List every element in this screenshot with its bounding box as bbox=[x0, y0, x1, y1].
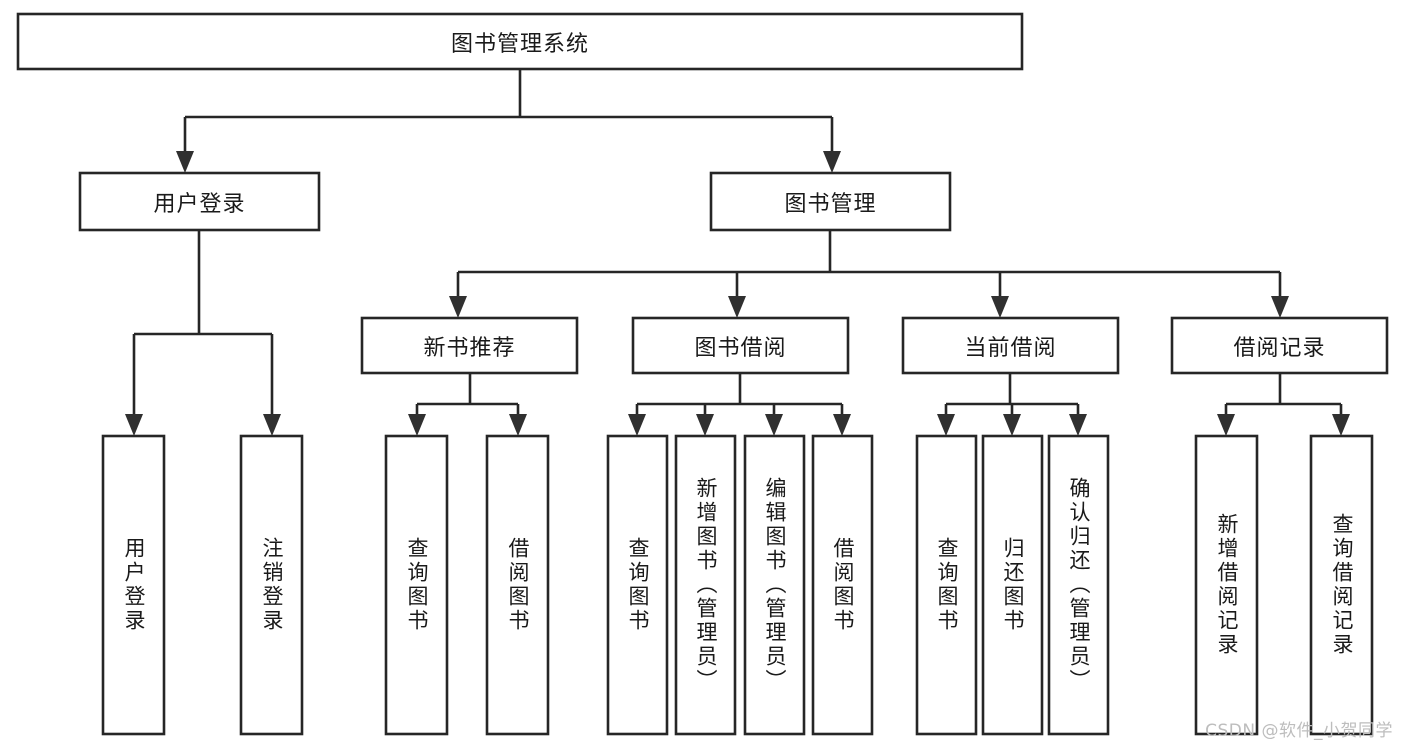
node-leaf-return-book[interactable] bbox=[981, 434, 1044, 736]
node-book-manage[interactable] bbox=[709, 171, 952, 232]
node-leaf-query-record[interactable] bbox=[1309, 434, 1374, 736]
node-leaf-logout[interactable] bbox=[239, 434, 304, 736]
arrow-head-icon bbox=[765, 414, 783, 436]
node-leaf-edit-book[interactable] bbox=[743, 434, 806, 736]
node-leaf-confirm-return[interactable] bbox=[1047, 434, 1110, 736]
node-leaf-borrow-book-2[interactable] bbox=[811, 434, 874, 736]
arrow-head-icon bbox=[696, 414, 714, 436]
arrow-head-icon bbox=[833, 414, 851, 436]
node-leaf-borrow-book-1[interactable] bbox=[485, 434, 550, 736]
node-borrow-record[interactable] bbox=[1170, 316, 1389, 375]
node-leaf-add-record[interactable] bbox=[1194, 434, 1259, 736]
boxes-layer bbox=[16, 12, 1389, 736]
node-user-login[interactable] bbox=[78, 171, 321, 232]
node-leaf-query-book-3[interactable] bbox=[915, 434, 978, 736]
arrow-head-icon bbox=[125, 414, 143, 436]
arrow-head-icon bbox=[991, 296, 1009, 318]
arrow-head-icon bbox=[728, 296, 746, 318]
node-leaf-user-login[interactable] bbox=[101, 434, 166, 736]
arrow-head-icon bbox=[1069, 414, 1087, 436]
arrow-head-icon bbox=[937, 414, 955, 436]
connectors-layer bbox=[125, 69, 1350, 436]
arrow-head-icon bbox=[1271, 296, 1289, 318]
node-leaf-query-book-1[interactable] bbox=[384, 434, 449, 736]
arrow-head-icon bbox=[1217, 414, 1235, 436]
node-book-borrow[interactable] bbox=[631, 316, 850, 375]
node-current-borrow[interactable] bbox=[901, 316, 1120, 375]
arrow-head-icon bbox=[509, 414, 527, 436]
node-root[interactable] bbox=[16, 12, 1024, 71]
arrow-head-icon bbox=[628, 414, 646, 436]
arrow-head-icon bbox=[449, 296, 467, 318]
arrow-head-icon bbox=[408, 414, 426, 436]
arrow-head-icon bbox=[263, 414, 281, 436]
arrow-head-icon bbox=[1332, 414, 1350, 436]
node-leaf-add-book[interactable] bbox=[674, 434, 737, 736]
arrow-head-icon bbox=[823, 151, 841, 173]
arrow-head-icon bbox=[1003, 414, 1021, 436]
node-new-book-recommend[interactable] bbox=[360, 316, 579, 375]
node-leaf-query-book-2[interactable] bbox=[606, 434, 669, 736]
arrow-head-icon bbox=[176, 151, 194, 173]
